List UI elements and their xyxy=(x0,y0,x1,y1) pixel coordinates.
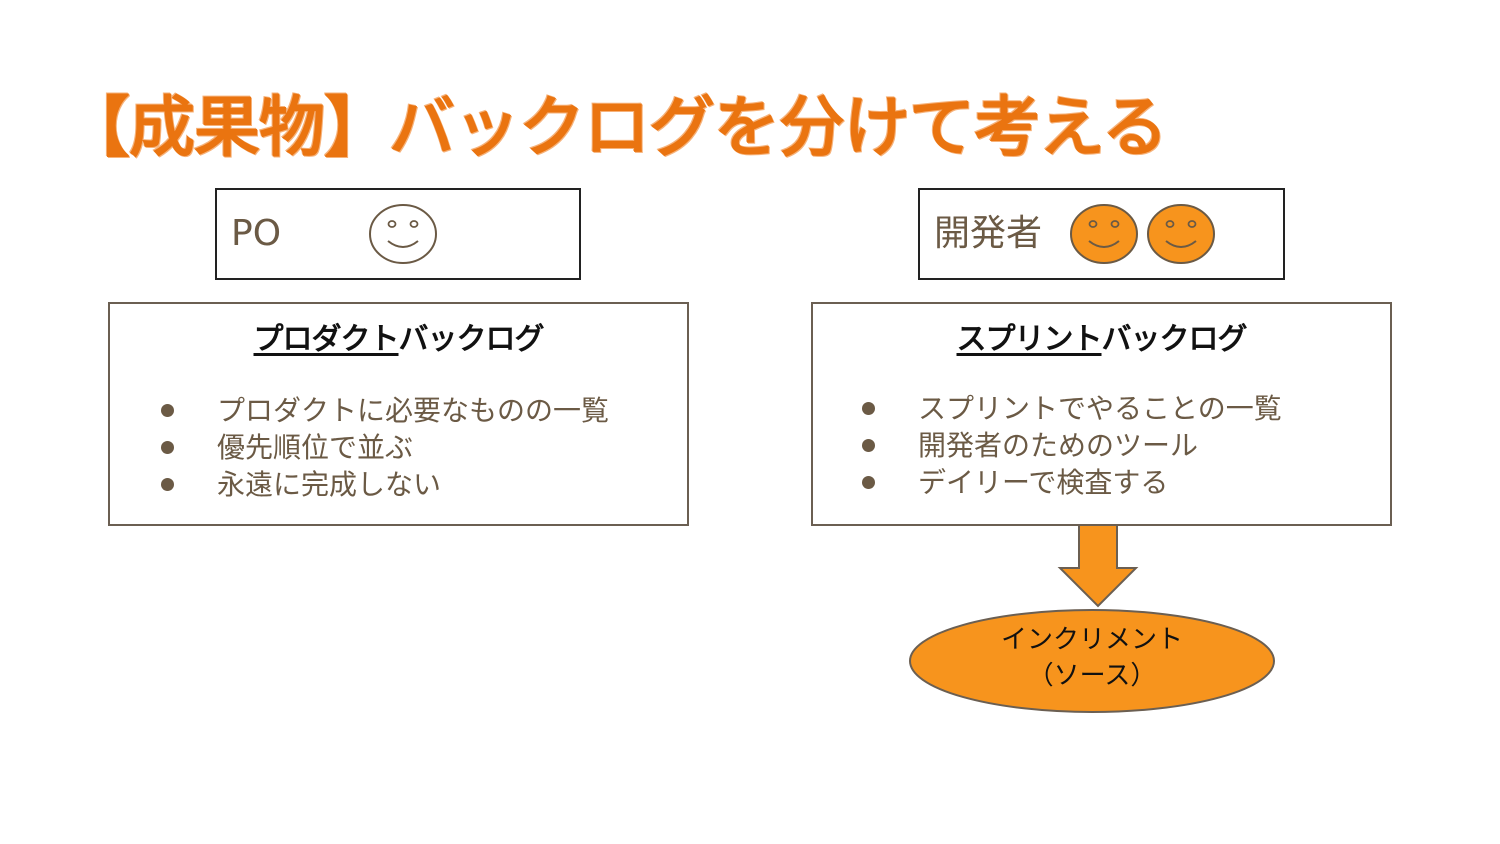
bullet-icon xyxy=(161,404,174,417)
list-item: デイリーで検査する xyxy=(862,464,1282,501)
list-item: 開発者のためのツール xyxy=(862,427,1282,464)
page-title: 【成果物】バックログを分けて考える xyxy=(64,89,1168,166)
list-item-text: 永遠に完成しない xyxy=(217,468,442,501)
list-item-text: 開発者のためのツール xyxy=(918,429,1199,462)
product-backlog-list: プロダクトに必要なものの一覧 優先順位で並ぶ 永遠に完成しない xyxy=(161,392,609,503)
smiley-orange-icon xyxy=(1070,204,1138,264)
product-backlog-title: プロダクトバックログ xyxy=(110,320,687,360)
product-backlog-panel: プロダクトバックログ プロダクトに必要なものの一覧 優先順位で並ぶ 永遠に完成し… xyxy=(108,302,689,526)
po-label: PO xyxy=(231,213,282,254)
bullet-icon xyxy=(862,402,875,415)
list-item-text: 優先順位で並ぶ xyxy=(217,431,414,464)
list-item: スプリントでやることの一覧 xyxy=(862,390,1282,427)
bullet-icon xyxy=(862,439,875,452)
increment-line1: インクリメント xyxy=(1000,625,1183,655)
increment-ellipse xyxy=(909,609,1275,713)
po-role-box: PO xyxy=(215,188,581,280)
list-item: プロダクトに必要なものの一覧 xyxy=(161,392,609,429)
list-item: 永遠に完成しない xyxy=(161,466,609,503)
developer-role-box: 開発者 xyxy=(918,188,1285,280)
list-item-text: スプリントでやることの一覧 xyxy=(918,392,1282,425)
product-backlog-title-rest: バックログ xyxy=(398,322,545,357)
product-backlog-title-underlined: プロダクト xyxy=(253,322,400,357)
sprint-backlog-list: スプリントでやることの一覧 開発者のためのツール デイリーで検査する xyxy=(862,390,1282,501)
sprint-backlog-title-underlined: スプリント xyxy=(956,322,1103,357)
bullet-icon xyxy=(862,476,875,489)
developer-label: 開発者 xyxy=(934,213,1043,254)
increment-line2: （ソース） xyxy=(1027,661,1157,691)
down-arrow-icon xyxy=(1057,524,1139,608)
sprint-backlog-title-rest: バックログ xyxy=(1101,322,1248,357)
bullet-icon xyxy=(161,441,174,454)
increment-label: インクリメント （ソース） xyxy=(910,622,1274,694)
sprint-backlog-title: スプリントバックログ xyxy=(813,320,1390,360)
list-item: 優先順位で並ぶ xyxy=(161,429,609,466)
smiley-outline-icon xyxy=(369,204,437,264)
sprint-backlog-panel: スプリントバックログ スプリントでやることの一覧 開発者のためのツール デイリー… xyxy=(811,302,1392,526)
smiley-orange-icon xyxy=(1147,204,1215,264)
list-item-text: プロダクトに必要なものの一覧 xyxy=(217,394,610,427)
bullet-icon xyxy=(161,478,174,491)
list-item-text: デイリーで検査する xyxy=(918,466,1169,499)
